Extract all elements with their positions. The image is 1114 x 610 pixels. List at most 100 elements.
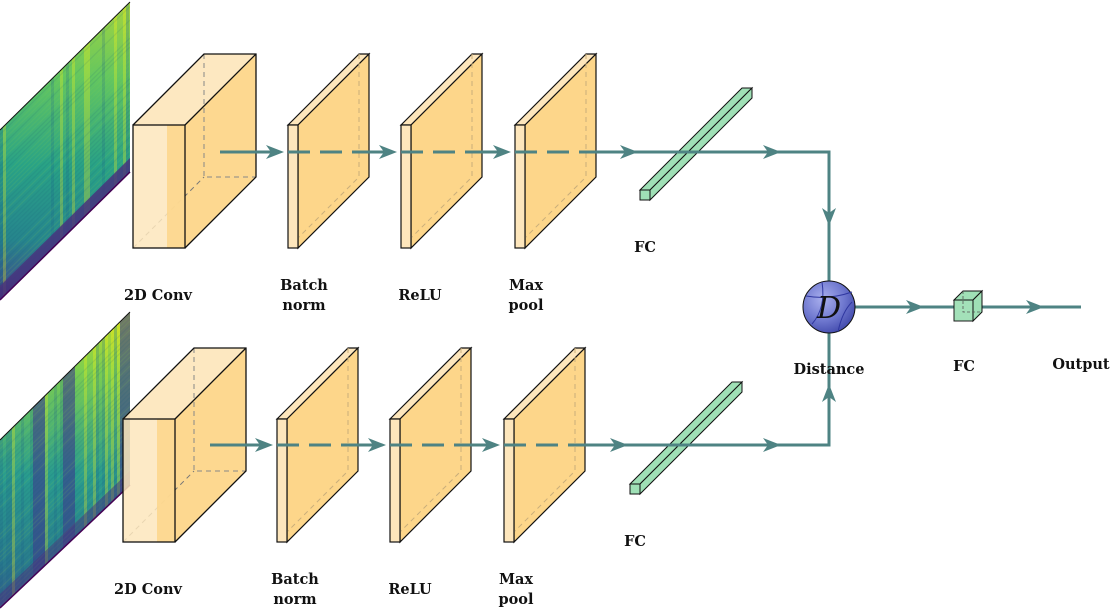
spectrogram-band [0,96,130,225]
conv-hidden-edge [132,176,205,249]
fc-front-face [639,189,651,201]
sphere-meridian [837,301,853,333]
spectrogram-streak [0,2,3,300]
distance-symbol: D [816,291,841,326]
spectrogram-band [0,55,130,185]
spectrogram-band [0,114,130,243]
conv-hidden-edge [193,348,246,472]
label-bottom-plate-line2: pool [499,591,534,608]
spectrogram-streak [66,2,69,300]
fc-top-face [638,87,754,191]
distance-node: D [802,280,856,334]
spectrogram-streak [90,2,93,300]
spectrogram-streak [126,2,129,300]
spectrogram-streak [111,312,114,608]
spectrogram-streak [105,2,108,300]
spectrogram-band [0,100,130,230]
label-distance: Distance [794,361,865,378]
spectrogram-band [0,383,130,513]
spectrogram-band [0,338,130,468]
conv-front-strip [167,125,185,248]
spectrogram-band [0,415,130,544]
spectrogram-streak [60,2,63,300]
spectrogram-streak [45,312,48,608]
spectrogram-edge [0,484,131,609]
spectrogram-streak [9,2,12,300]
spectrogram-streak [0,312,3,608]
spectrogram-band [0,437,130,567]
spectrogram-edge [0,1,131,131]
spectrogram-streak [120,2,123,300]
plate-front-face [400,124,412,249]
spectrogram-band [0,361,130,490]
spectrogram-streak [18,312,21,608]
spectrogram-band [0,370,130,499]
spectrogram-streak [102,2,105,300]
spectrogram-low-band [0,158,130,300]
spectrogram-low-band [0,471,130,608]
spectrogram-streak [99,2,102,300]
spectrogram-streak [21,312,24,608]
spectrogram-band [0,46,130,176]
spectrogram-band [0,388,130,517]
label-output: Output [1052,356,1110,373]
spectrogram-streak [96,2,99,300]
spectrogram-band [0,401,130,531]
spectrogram-streak [114,312,117,608]
spectrogram-streak [69,2,72,300]
label-bottom-plate-line2: norm [273,591,317,608]
fc-side-face [649,86,753,202]
spectrogram-streak [63,312,66,608]
connector-to-distance-top [770,150,831,281]
spectrogram-streak [78,312,81,608]
spectrogram-band [0,33,130,162]
conv-outline [122,418,176,543]
spectrogram-band [0,455,130,585]
spectrogram-band [0,316,130,445]
spectrogram-streak [42,2,45,300]
plate-hidden-edge [503,348,576,543]
spectrogram-streak [27,2,30,300]
spectrogram-streak [87,312,90,608]
spectrogram-band [0,127,130,257]
spectrogram-streak [3,312,6,608]
spectrogram-streak [105,312,108,608]
plate-front-face [503,418,515,543]
label-top-conv: 2D Conv [124,287,192,304]
spectrogram-band [0,10,130,140]
fc-side-face [639,380,743,496]
label-bottom-plate-line1: Batch [271,571,319,588]
plate-hidden-edge [400,54,473,249]
label-bottom-plate-line1: Max [499,571,533,588]
spectrogram-band [0,410,130,540]
spectrogram-streak [72,2,75,300]
fc-layer-bottom [628,380,744,496]
spectrogram-band [0,60,130,189]
spectrogram-streak [51,2,54,300]
spectrogram-band [0,433,130,562]
spectrogram-band [0,365,130,495]
label-bottom-plate: ReLU [388,581,432,598]
spectrogram-streak [21,2,24,300]
conv-hidden-edge [122,470,195,543]
spectrogram-band [0,325,130,454]
sphere-meridian [805,291,853,298]
label-top-plate-line1: Max [509,277,543,294]
spectrogram-streak [81,2,84,300]
spectrogram-streak [48,312,51,608]
spectrogram-band [0,145,130,275]
label-bottom-fc: FC [624,533,646,550]
spectrogram-streak [6,2,9,300]
fc-layer-top [638,86,754,202]
conv-hidden-edge [203,54,256,178]
label-top-fc: FC [634,239,656,256]
spectrogram-band [0,109,130,239]
spectrogram-band [0,356,130,486]
spectrogram-band [0,6,130,135]
connector-to-distance-bottom [770,333,831,447]
spectrogram-band [0,320,130,450]
conv-outline [184,53,257,126]
label-top-plate-line2: norm [282,297,326,314]
spectrogram-streak [51,312,54,608]
